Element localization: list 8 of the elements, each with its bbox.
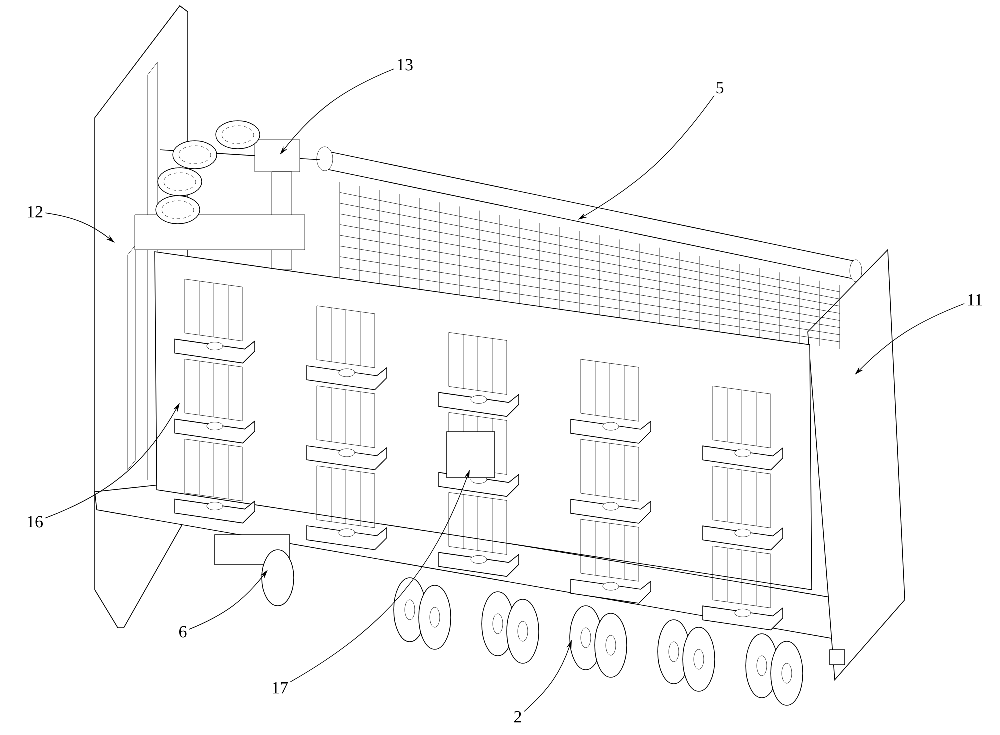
callout-number: 2 xyxy=(514,711,522,723)
callout-number: 11 xyxy=(968,294,982,306)
callout-number: 16 xyxy=(28,516,43,528)
callout-number: 6 xyxy=(180,626,187,638)
callout-number: 12 xyxy=(28,206,43,218)
callout-number: 13 xyxy=(398,59,413,71)
callout-number: 17 xyxy=(273,682,288,694)
callout-number: 5 xyxy=(716,82,724,94)
